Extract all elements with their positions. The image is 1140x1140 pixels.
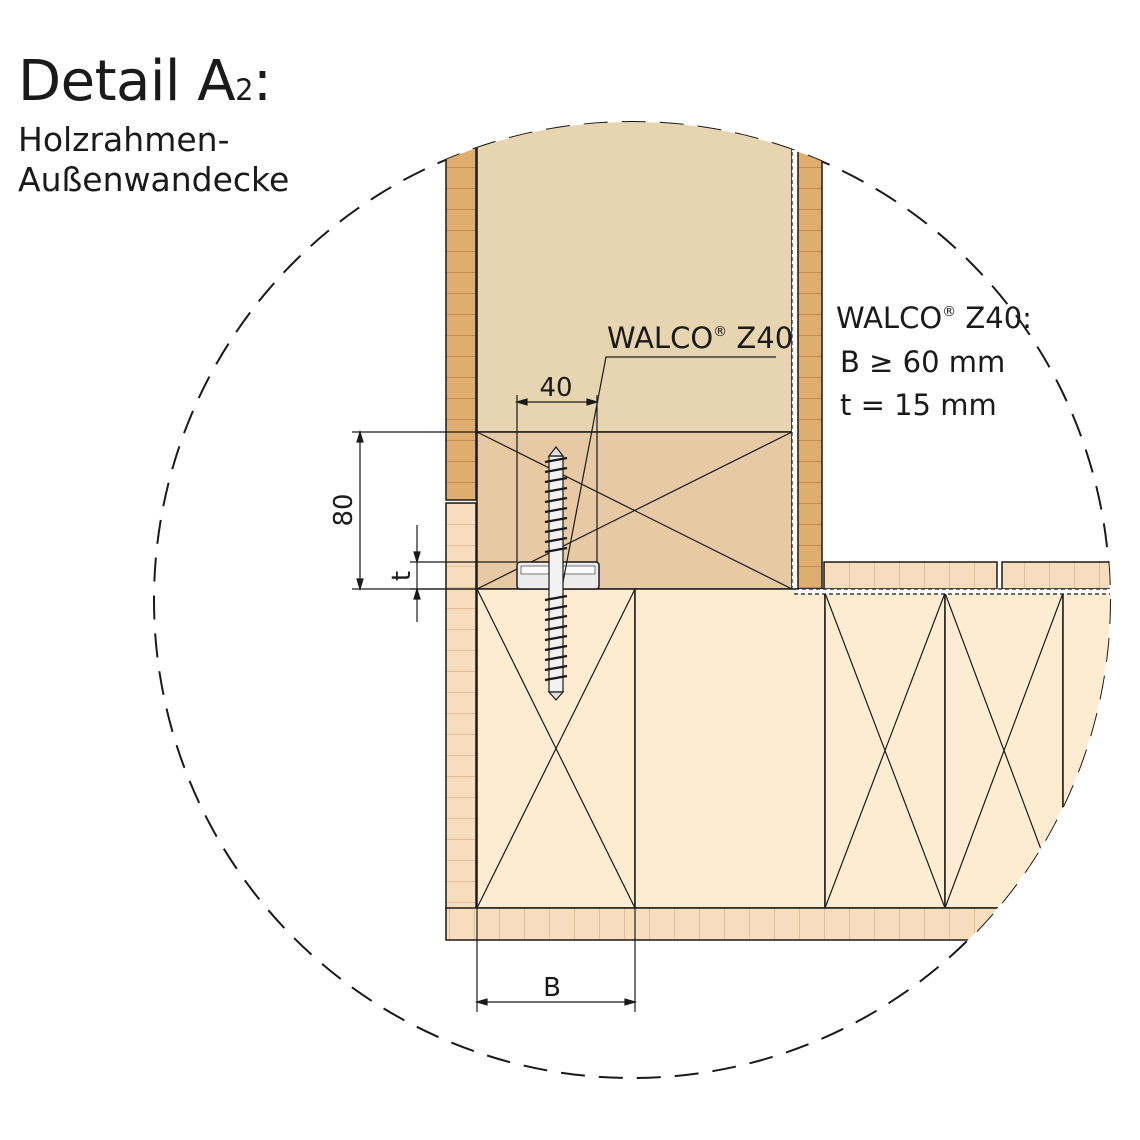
clipped-section bbox=[445, 122, 1110, 941]
dimension-t bbox=[410, 525, 517, 622]
callout-leader bbox=[562, 356, 776, 583]
spec-thickness: t = 15 mm bbox=[840, 388, 997, 422]
detail-subtitle-line2: Außenwandecke bbox=[18, 160, 290, 199]
dimension-b bbox=[474, 908, 638, 1012]
lower-outer-board bbox=[445, 502, 477, 911]
title-block: Detail A2: Holzrahmen- Außenwandecke bbox=[18, 52, 289, 200]
upper-insulation bbox=[476, 122, 793, 433]
dimension-b-label: B bbox=[543, 973, 561, 1003]
detail-subtitle-line1: Holzrahmen- bbox=[18, 120, 230, 159]
floor-board-2 bbox=[1001, 561, 1110, 590]
upper-outer-board bbox=[445, 122, 477, 501]
ceiling-joist-3 bbox=[1062, 592, 1110, 909]
dimension-80-label: 80 bbox=[329, 493, 359, 526]
ceiling-infill bbox=[634, 588, 826, 909]
upper-inner-board bbox=[797, 122, 823, 590]
screw bbox=[544, 446, 568, 701]
detail-title: Detail A2: bbox=[18, 49, 272, 114]
spec-width: B ≥ 60 mm bbox=[840, 345, 1005, 379]
dimension-40 bbox=[514, 395, 600, 562]
dimension-t-label: t bbox=[387, 571, 417, 581]
callout-label: WALCO® Z40 bbox=[607, 321, 793, 355]
floor-board-1 bbox=[823, 561, 998, 590]
spec-title: WALCO® Z40: bbox=[836, 301, 1032, 335]
dimension-40-label: 40 bbox=[539, 373, 572, 403]
ceiling-bottom-board bbox=[445, 907, 1110, 941]
ceiling-membrane bbox=[794, 588, 1110, 595]
